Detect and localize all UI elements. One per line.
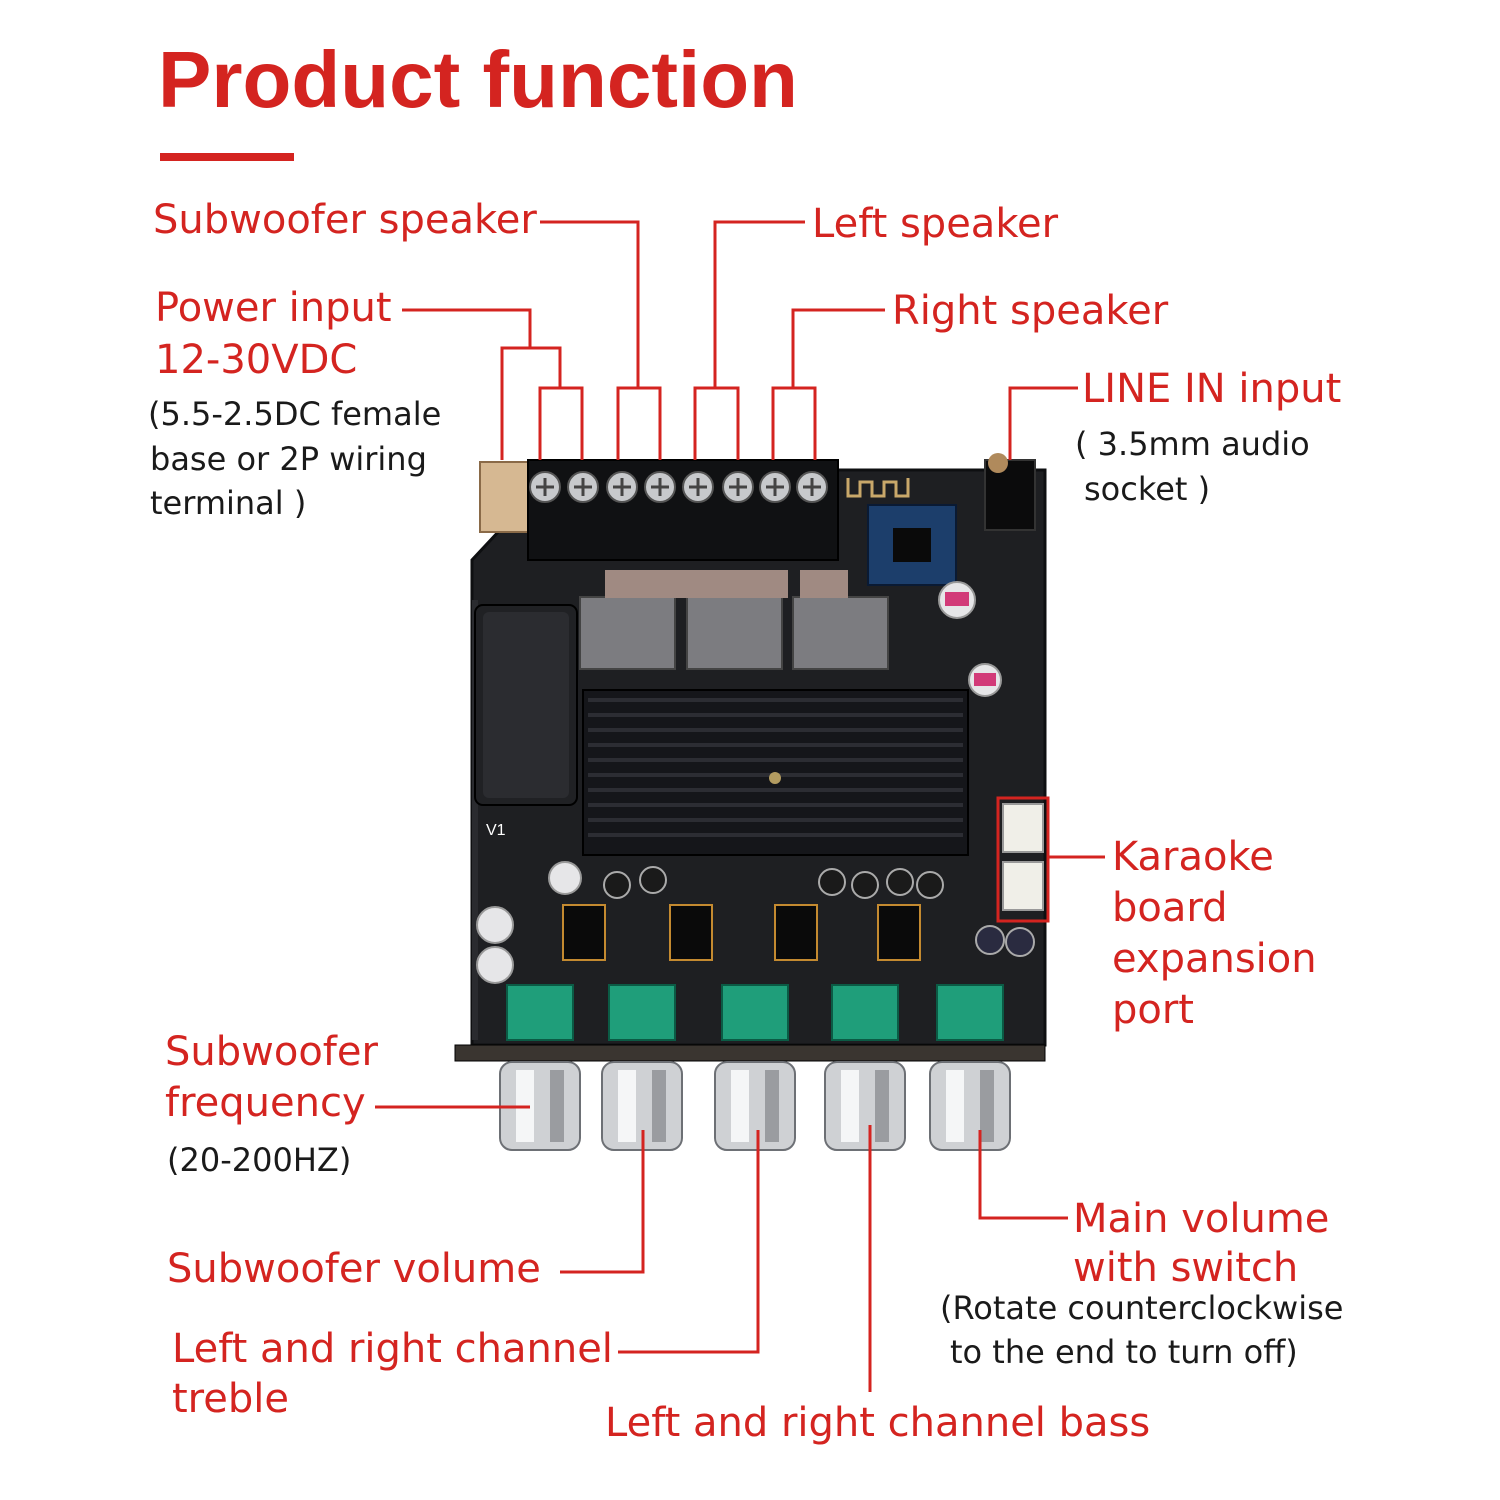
leader-main-volume xyxy=(978,1130,1068,1220)
label-right-speaker: Right speaker xyxy=(892,288,1169,334)
dc-power-jack xyxy=(479,461,531,533)
page-title: Product function xyxy=(158,35,798,124)
inductor-coils xyxy=(579,570,889,670)
note-power-1: (5.5-2.5DC female xyxy=(148,395,442,433)
label-karaoke-1: Karaoke xyxy=(1112,834,1274,880)
knob-chrome xyxy=(714,1061,796,1151)
potentiometer-knobs xyxy=(499,984,1011,1151)
filter-capacitor xyxy=(474,604,578,806)
front-panel-strip xyxy=(454,1044,1046,1062)
leader-right-speaker xyxy=(771,308,885,460)
label-main-volume-2: with switch xyxy=(1073,1245,1299,1291)
potentiometer-base xyxy=(608,984,676,1041)
wiring-terminal-block xyxy=(527,459,839,561)
label-karaoke-3: expansion xyxy=(1112,936,1317,982)
potentiometer-base xyxy=(831,984,899,1041)
board-version-mark: V1 xyxy=(486,822,506,839)
leader-subwoofer-speaker xyxy=(540,220,640,460)
note-power-2: base or 2P wiring xyxy=(150,440,427,478)
bluetooth-module xyxy=(846,478,957,586)
knob-chrome xyxy=(929,1061,1011,1151)
op-amp-chips xyxy=(562,904,921,961)
leader-line-in xyxy=(1008,386,1078,460)
leader-treble xyxy=(618,1130,760,1354)
leader-lines xyxy=(375,220,1105,1392)
potentiometer-base xyxy=(506,984,574,1041)
note-main-volume-2: to the end to turn off) xyxy=(950,1333,1298,1371)
note-main-volume-1: (Rotate counterclockwise xyxy=(940,1289,1344,1327)
label-sub-frequency-1: Subwoofer xyxy=(165,1029,378,1075)
note-power-3: terminal ) xyxy=(150,484,307,522)
label-treble-2: treble xyxy=(172,1376,289,1422)
label-subwoofer-speaker: Subwoofer speaker xyxy=(153,197,537,243)
knob-chrome xyxy=(824,1061,906,1151)
karaoke-expansion-port xyxy=(996,796,1050,923)
label-bass: Left and right channel bass xyxy=(605,1400,1151,1446)
label-line-in: LINE IN input xyxy=(1082,366,1342,412)
potentiometer-base xyxy=(721,984,789,1041)
leader-sub-volume xyxy=(560,1130,645,1274)
label-sub-frequency-2: frequency xyxy=(165,1080,366,1126)
title-underline xyxy=(160,153,294,161)
note-sub-frequency: (20-200HZ) xyxy=(167,1141,352,1179)
label-power-input: Power input xyxy=(155,285,392,331)
leader-left-speaker xyxy=(693,220,805,460)
label-left-speaker: Left speaker xyxy=(812,201,1059,247)
label-power-voltage: 12-30VDC xyxy=(155,337,358,383)
label-karaoke-4: port xyxy=(1112,987,1194,1033)
label-main-volume-1: Main volume xyxy=(1073,1196,1330,1242)
potentiometer-base xyxy=(936,984,1004,1041)
note-line-in-2: socket ) xyxy=(1084,470,1211,508)
label-treble-1: Left and right channel xyxy=(172,1326,613,1372)
label-sub-volume: Subwoofer volume xyxy=(167,1246,541,1292)
note-line-in-1: ( 3.5mm audio xyxy=(1075,425,1310,463)
label-karaoke-2: board xyxy=(1112,885,1228,931)
